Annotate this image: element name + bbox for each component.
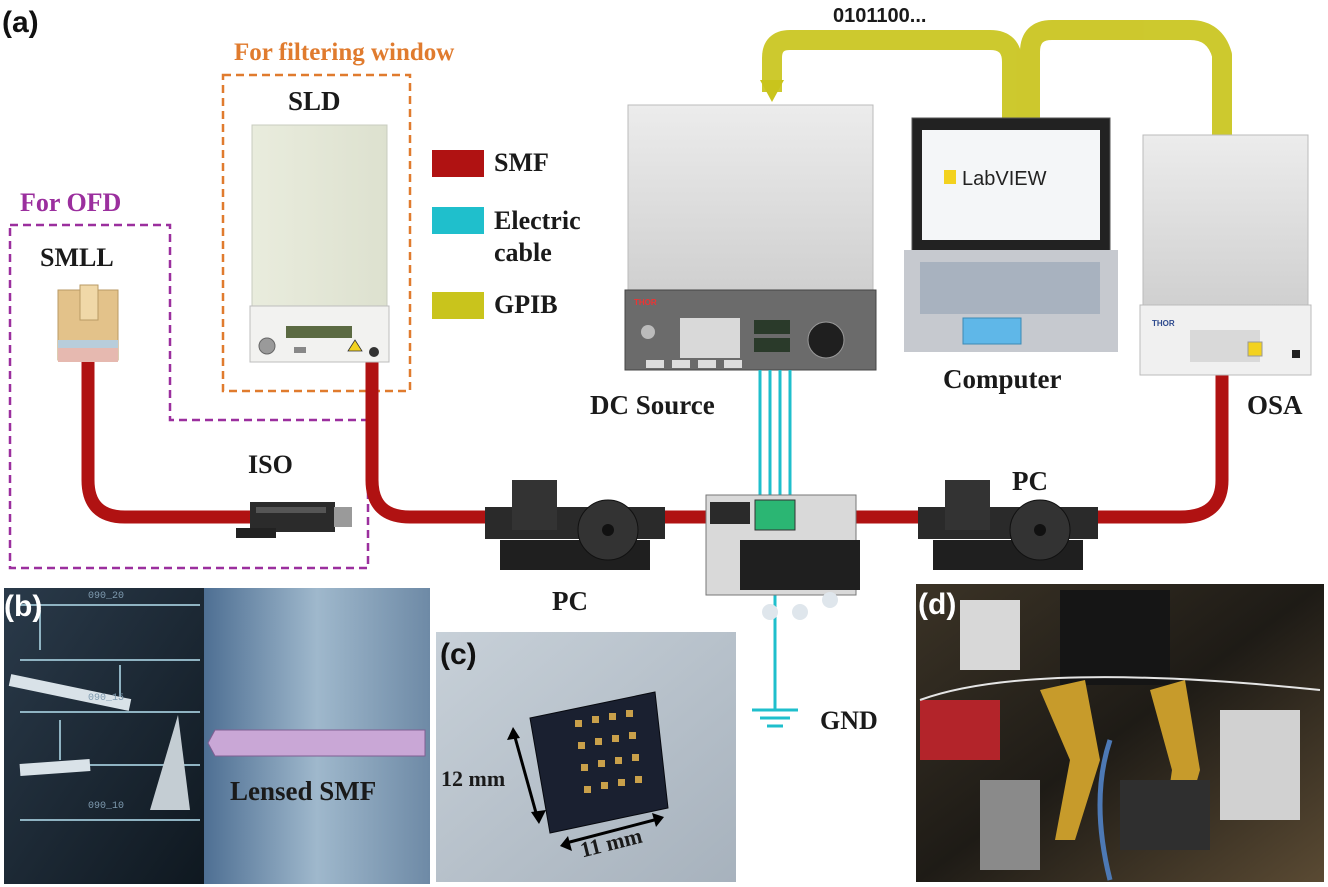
filtering-window-label: For filtering window — [234, 39, 455, 66]
sld-device — [249, 124, 390, 363]
legend-label-smf: SMF — [494, 148, 549, 177]
labview-logo: LabVIEW — [962, 168, 1047, 190]
legend-swatch-electric — [432, 207, 484, 234]
gpib-binary-label: 0101100... — [833, 5, 927, 27]
iso-device — [236, 502, 352, 538]
dc-source-label: DC Source — [590, 390, 715, 420]
chip-code-1: 090_20 — [88, 591, 124, 602]
pc-left-device — [485, 480, 665, 570]
dc-source-device: THOR — [624, 104, 877, 371]
lensed-smf-label: Lensed SMF — [230, 776, 377, 806]
gpib-bus — [762, 20, 1232, 135]
sld-label: SLD — [288, 86, 341, 116]
pc-left-label: PC — [552, 586, 588, 616]
gnd-label: GND — [820, 706, 878, 735]
dc-brand-logo: THOR — [634, 298, 657, 307]
chip-code-3: 090_10 — [88, 801, 124, 812]
gpib-arrowhead — [760, 80, 784, 102]
osa-brand-logo: THOR — [1152, 319, 1175, 328]
smll-device — [57, 284, 119, 362]
legend — [432, 150, 484, 319]
pc-right-device — [918, 480, 1098, 570]
panel-c-photo — [436, 632, 736, 882]
iso-label: ISO — [248, 450, 293, 479]
computer-device: LabVIEW — [904, 117, 1118, 352]
filtering-window-box — [221, 73, 412, 393]
legend-swatch-gpib — [432, 292, 484, 319]
probe-stage — [705, 494, 860, 620]
pc-right-label: PC — [1012, 466, 1048, 496]
legend-label-gpib: GPIB — [494, 290, 558, 319]
osa-device: THOR — [1139, 134, 1312, 376]
panel-b-photo: 090_20 090_15 090_10 — [4, 588, 430, 884]
chip-height-label: 12 mm — [441, 766, 506, 791]
osa-label: OSA — [1247, 390, 1303, 420]
panel-letter-c: (c) — [440, 638, 477, 671]
chip-code-2: 090_15 — [88, 693, 124, 704]
panel-letter-b: (b) — [4, 590, 43, 623]
panel-letter-d: (d) — [918, 588, 957, 621]
ofd-label: For OFD — [20, 188, 122, 217]
panel-d-photo — [916, 584, 1324, 882]
smll-label: SMLL — [40, 243, 114, 272]
legend-swatch-smf — [432, 150, 484, 177]
computer-label: Computer — [943, 364, 1062, 394]
legend-label-electric: Electric cable — [494, 206, 581, 267]
panel-letter-a: (a) — [2, 6, 39, 39]
